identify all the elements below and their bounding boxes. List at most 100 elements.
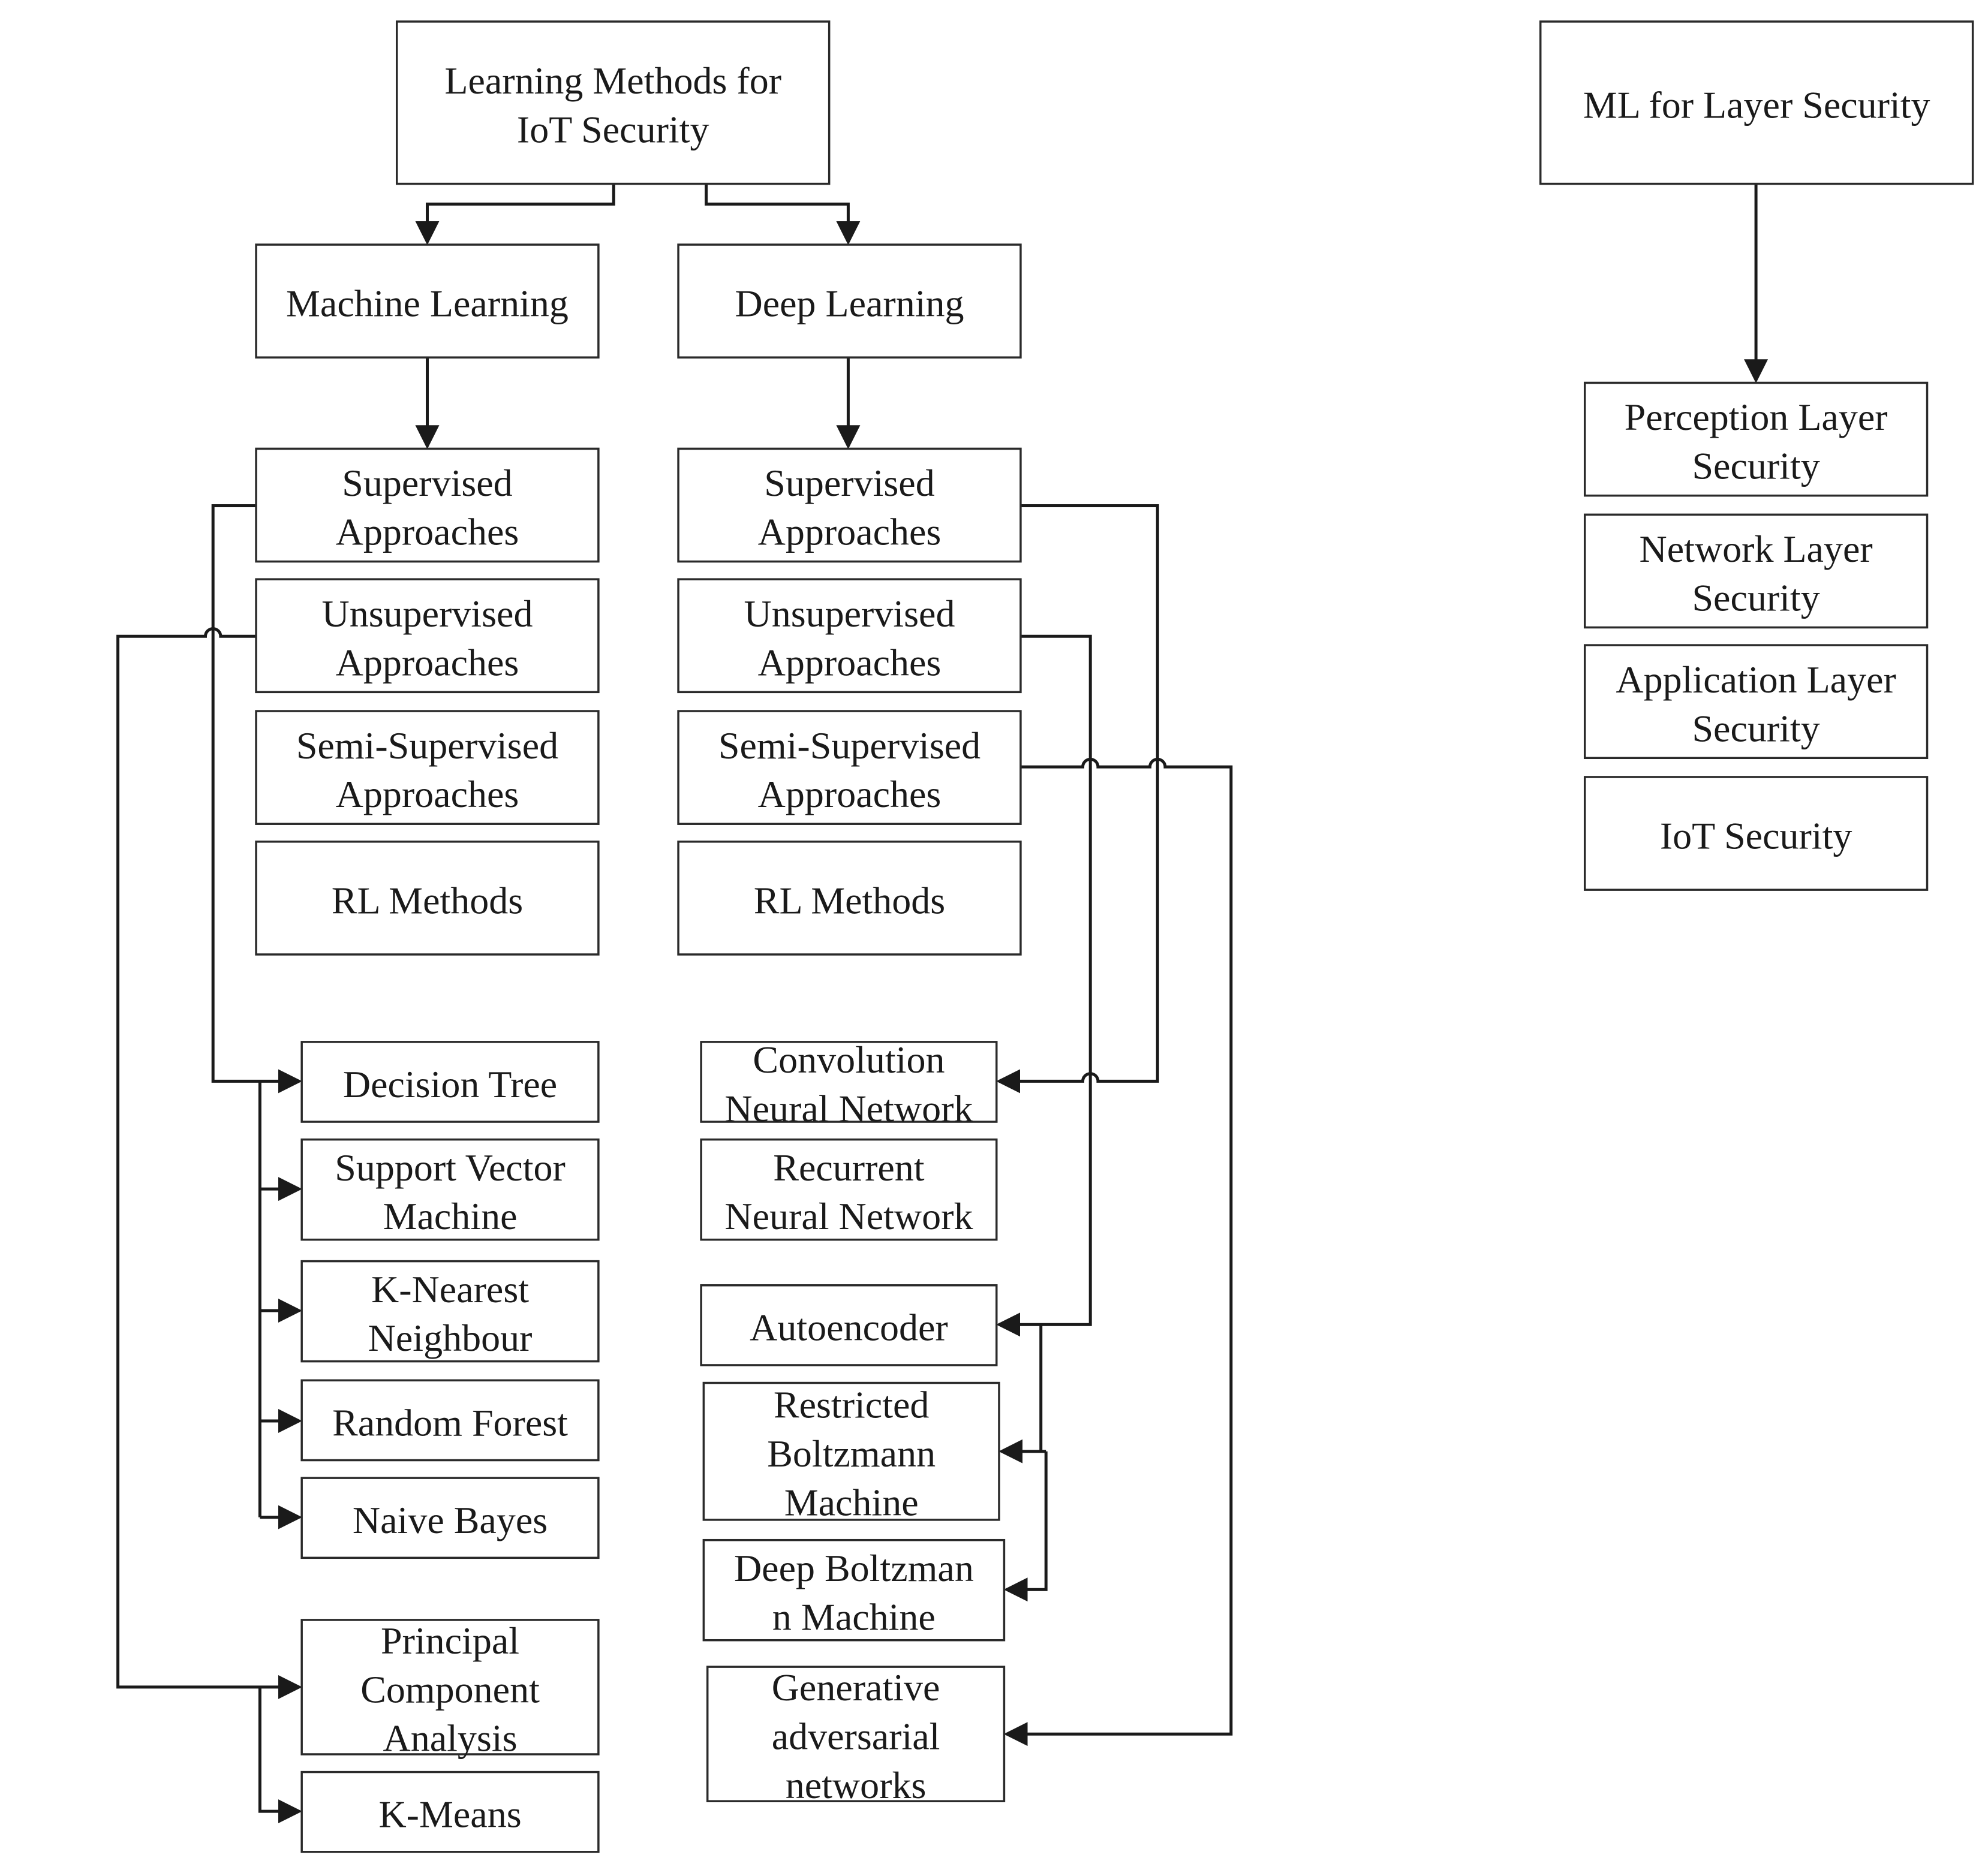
node-label-line: Autoencoder bbox=[750, 1306, 948, 1349]
node-label-line: Convolution bbox=[753, 1038, 945, 1081]
node-box bbox=[300, 1260, 600, 1363]
node-label-line: IoT Security bbox=[1660, 814, 1852, 857]
node-label-line: Approaches bbox=[336, 773, 519, 815]
connector-lines bbox=[116, 183, 1769, 1824]
node-label-line: RL Methods bbox=[754, 879, 945, 922]
node-box bbox=[395, 20, 831, 185]
node-ae: Autoencoder bbox=[700, 1284, 998, 1366]
node-label-line: Neural Network bbox=[724, 1195, 973, 1237]
node-box bbox=[1583, 381, 1929, 497]
node-ml: Machine Learning bbox=[255, 243, 600, 359]
node-box bbox=[1583, 776, 1929, 891]
node-box bbox=[300, 1477, 600, 1559]
node-iot: IoT Security bbox=[1583, 776, 1929, 891]
node-box bbox=[300, 1138, 600, 1241]
node-box bbox=[255, 447, 600, 563]
node-label-line: networks bbox=[786, 1764, 927, 1806]
edge-ml-unsup-bus bbox=[258, 1687, 302, 1824]
node-box bbox=[300, 1041, 600, 1123]
node-box bbox=[1539, 20, 1974, 185]
edge-dl-sup-to-cnn bbox=[996, 504, 1159, 1094]
node-label-line: Supervised bbox=[764, 462, 934, 504]
node-ml-rl: RL Methods bbox=[255, 841, 600, 956]
node-box bbox=[700, 1284, 998, 1366]
node-label-line: ML for Layer Security bbox=[1583, 84, 1930, 127]
node-box bbox=[677, 447, 1022, 563]
node-label-line: Approaches bbox=[336, 511, 519, 553]
node-label-line: Security bbox=[1692, 707, 1819, 749]
node-label-line: RL Methods bbox=[332, 879, 523, 922]
node-dbm: Deep Boltzman n Machine bbox=[702, 1538, 1006, 1642]
node-label-line: Generative bbox=[772, 1666, 940, 1709]
node-box bbox=[677, 578, 1022, 694]
edge-ml-unsup-trunk bbox=[116, 627, 302, 1699]
node-label-line: K-Nearest bbox=[371, 1268, 529, 1311]
node-label-line: Deep Learning bbox=[735, 282, 964, 324]
node-dt: Decision Tree bbox=[300, 1041, 600, 1123]
node-label-line: Machine bbox=[383, 1195, 518, 1237]
node-box bbox=[255, 841, 600, 956]
node-box bbox=[677, 710, 1022, 825]
node-gan: Generative adversarial networks bbox=[706, 1666, 1006, 1806]
node-label-line: Recurrent bbox=[773, 1146, 925, 1189]
node-label-line: Network Layer bbox=[1640, 528, 1873, 570]
node-dl: Deep Learning bbox=[677, 243, 1022, 359]
node-box bbox=[300, 1379, 600, 1462]
node-box bbox=[677, 243, 1022, 359]
node-label-line: Deep Boltzman bbox=[734, 1547, 974, 1589]
node-box bbox=[706, 1666, 1006, 1802]
node-label-line: Restricted bbox=[774, 1384, 929, 1426]
node-box bbox=[1583, 644, 1929, 760]
node-box bbox=[700, 1138, 998, 1241]
node-label-line: Semi-Supervised bbox=[296, 724, 558, 767]
node-box bbox=[702, 1381, 1000, 1521]
node-label-line: Semi-Supervised bbox=[718, 724, 981, 767]
node-label-line: Naive Bayes bbox=[353, 1499, 548, 1541]
node-label-line: Application Layer bbox=[1616, 658, 1896, 701]
node-label-line: Analysis bbox=[383, 1717, 518, 1760]
node-label-line: Approaches bbox=[758, 641, 942, 683]
node-label-line: Support Vector bbox=[335, 1146, 566, 1189]
edge-dl-semi-to-gan bbox=[1003, 757, 1233, 1746]
node-box bbox=[702, 1538, 1006, 1642]
edge-dl-unsup-to-dbm bbox=[1003, 1451, 1048, 1602]
node-label-line: adversarial bbox=[772, 1715, 940, 1758]
edge-ml-sup-trunk bbox=[211, 504, 302, 1094]
edge-root-to-dl bbox=[705, 183, 861, 245]
edge-root-to-ml bbox=[415, 183, 615, 245]
node-label-line: Approaches bbox=[758, 511, 942, 553]
node-nb: Naive Bayes bbox=[300, 1477, 600, 1559]
node-box bbox=[700, 1041, 998, 1123]
node-box bbox=[300, 1770, 600, 1853]
node-label-line: Approaches bbox=[336, 641, 519, 683]
node-dl-rl: RL Methods bbox=[677, 841, 1022, 956]
node-label-line: n Machine bbox=[772, 1595, 936, 1638]
node-box bbox=[255, 243, 600, 359]
node-box bbox=[255, 578, 600, 694]
node-label-line: Random Forest bbox=[332, 1401, 568, 1444]
node-layer-root: ML for Layer Security bbox=[1539, 20, 1974, 185]
node-label-line: Machine Learning bbox=[286, 282, 569, 324]
node-label-line: Approaches bbox=[758, 773, 942, 815]
node-label-line: Unsupervised bbox=[744, 592, 955, 635]
node-label-line: Machine bbox=[784, 1481, 919, 1523]
edge-dl-unsup-trunk bbox=[996, 634, 1092, 1337]
node-label-line: Security bbox=[1692, 445, 1819, 487]
node-label-line: Neural Network bbox=[724, 1088, 973, 1130]
node-label-line: Security bbox=[1692, 576, 1819, 619]
node-label-line: Neighbour bbox=[368, 1317, 533, 1359]
